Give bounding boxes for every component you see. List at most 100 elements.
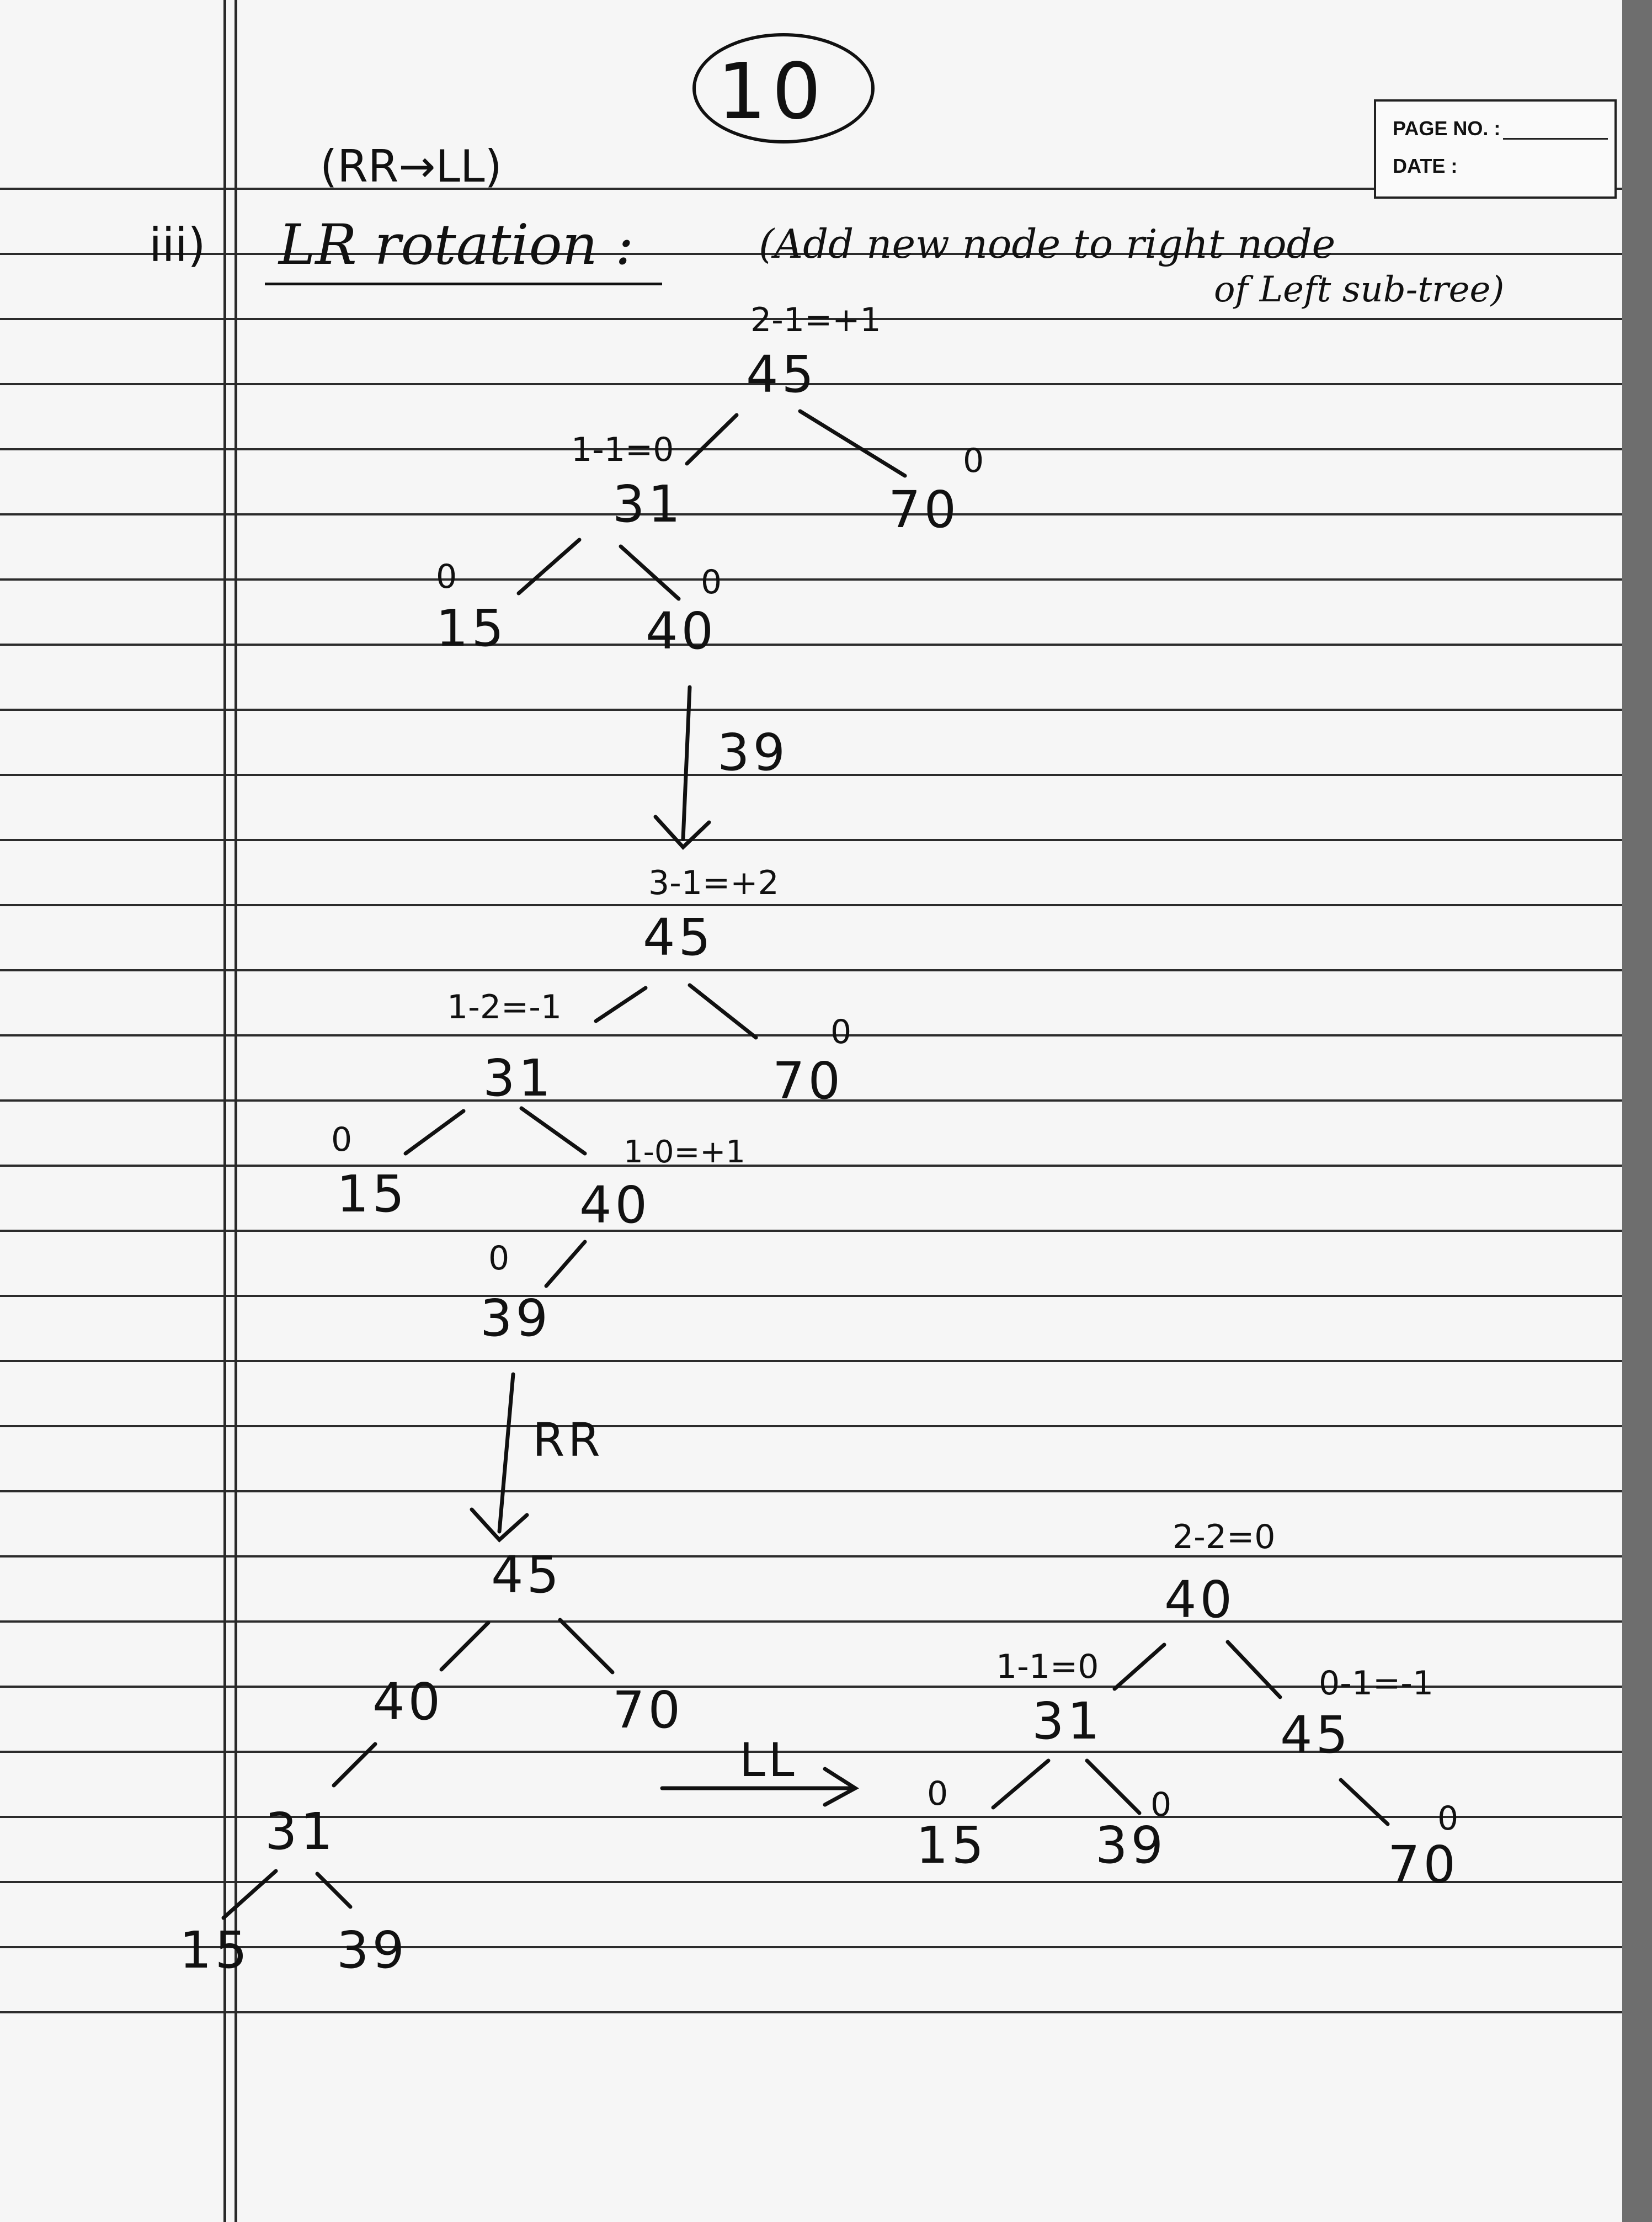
edge-31-39-c: [315, 1872, 353, 1909]
title-underline: [265, 283, 662, 285]
tree2-new-node: 39: [480, 1289, 552, 1348]
ruled-line: [0, 839, 1622, 841]
ruled-line: [0, 1230, 1622, 1232]
tree2-lr-balance: 1-0=+1: [624, 1134, 745, 1170]
margin-line: [223, 0, 226, 2222]
edge-40-45-d: [1225, 1640, 1282, 1699]
page-number-circle: [692, 33, 875, 143]
ruled-line: [0, 969, 1622, 971]
tree4-rr-balance: 0: [1437, 1799, 1459, 1838]
arrow-shaft-2: [497, 1372, 515, 1534]
step2-rotation-label: RR: [532, 1413, 604, 1467]
tree1-lr-balance: 0: [701, 563, 722, 602]
description-line-2: of Left sub-tree): [1214, 269, 1505, 310]
tree3-root-node: 45: [491, 1545, 563, 1604]
edge-45-40-c: [439, 1620, 491, 1672]
ruled-line: [0, 578, 1622, 581]
edge-31-15-b: [403, 1109, 466, 1156]
edge-31-15: [516, 538, 582, 596]
step1-insert-label: 39: [717, 723, 789, 782]
arrow-head-1: [653, 815, 711, 850]
ruled-line: [0, 448, 1622, 450]
ruled-line: [0, 1360, 1622, 1362]
tree2-right-node: 70: [772, 1051, 844, 1110]
edge-31-40: [619, 544, 681, 601]
tree1-root-node: 45: [746, 345, 818, 404]
page-info-box: PAGE NO. : DATE :: [1374, 99, 1617, 199]
date-label: DATE :: [1393, 155, 1458, 177]
tree4-ll-node: 15: [916, 1816, 988, 1875]
ruled-line: [0, 1555, 1622, 1557]
ruled-line: [0, 318, 1622, 320]
edge-45-70-c: [558, 1618, 615, 1675]
edge-40-31-c: [332, 1742, 377, 1788]
edge-31-39-d: [1085, 1758, 1142, 1815]
tree4-left-balance: 1-1=0: [996, 1647, 1099, 1686]
ruled-line: [0, 2011, 1622, 2013]
edge-40-39-b: [544, 1240, 587, 1288]
edge-45-31: [685, 413, 739, 466]
page-no-label: PAGE NO. :: [1393, 117, 1501, 140]
tree2-left-balance: 1-2=-1: [447, 988, 562, 1027]
ruled-line: [0, 1425, 1622, 1427]
tree3-left-node: 40: [372, 1672, 444, 1731]
section-title: LR rotation :: [279, 212, 634, 277]
tree4-root-balance: 2-2=0: [1173, 1518, 1276, 1556]
ruled-line: [0, 644, 1622, 646]
tree4-rr-node: 70: [1388, 1835, 1459, 1894]
tree4-left-node: 31: [1032, 1692, 1104, 1751]
ruled-line: [0, 188, 1622, 190]
edge-45-70-b: [688, 983, 758, 1040]
edge-31-15-d: [991, 1758, 1051, 1810]
page-number: 10: [717, 47, 827, 137]
arrow-head-3: [823, 1767, 859, 1807]
tree3-lll-node: 15: [179, 1921, 251, 1980]
ruled-line: [0, 1816, 1622, 1818]
tree4-root-node: 40: [1164, 1570, 1236, 1629]
ruled-line: [0, 253, 1622, 255]
ruled-line: [0, 1751, 1622, 1753]
ruled-line: [0, 1034, 1622, 1036]
tree4-right-balance: 0-1=-1: [1319, 1664, 1434, 1703]
step3-rotation-label: LL: [739, 1733, 798, 1787]
ruled-line: [0, 904, 1622, 906]
tree1-root-balance: 2-1=+1: [750, 301, 881, 339]
tree1-left-node: 31: [612, 475, 684, 534]
tree2-left-node: 31: [483, 1049, 555, 1108]
ruled-line: [0, 1620, 1622, 1623]
description-line-1: (Add new node to right node: [759, 221, 1336, 267]
edge-45-31-b: [594, 986, 648, 1023]
tree3-llr-node: 39: [337, 1921, 408, 1980]
tree1-left-balance: 1-1=0: [571, 430, 674, 469]
edge-45-70-d: [1339, 1778, 1390, 1826]
ruled-line: [0, 1295, 1622, 1297]
ruled-line: [0, 513, 1622, 515]
ruled-line: [0, 1881, 1622, 1883]
arrow-shaft-1: [681, 685, 692, 841]
page-no-line: [1503, 138, 1608, 140]
item-marker: iii): [149, 218, 206, 272]
edge-45-70: [798, 409, 907, 478]
ruled-line: [0, 774, 1622, 776]
tree2-ll-node: 15: [337, 1165, 408, 1224]
rotation-note: (RR→LL): [320, 141, 502, 192]
ruled-line: [0, 709, 1622, 711]
tree1-ll-node: 15: [436, 599, 508, 658]
tree1-lr-node: 40: [646, 602, 717, 661]
ruled-line: [0, 383, 1622, 385]
tree4-lr-node: 39: [1095, 1816, 1167, 1875]
tree2-lr-node: 40: [579, 1176, 651, 1235]
tree4-ll-balance: 0: [927, 1774, 948, 1813]
edge-31-40-b: [519, 1106, 587, 1156]
ruled-line: [0, 1490, 1622, 1492]
edge-31-15-c: [221, 1869, 278, 1920]
edge-40-31-d: [1112, 1642, 1166, 1691]
tree3-right-node: 70: [612, 1681, 684, 1740]
margin-line-inner: [235, 0, 237, 2222]
tree2-right-balance: 0: [830, 1013, 852, 1051]
tree1-right-balance: 0: [963, 442, 984, 480]
tree1-ll-balance: 0: [436, 557, 457, 596]
tree2-root-node: 45: [643, 908, 715, 967]
ruled-line: [0, 1946, 1622, 1948]
